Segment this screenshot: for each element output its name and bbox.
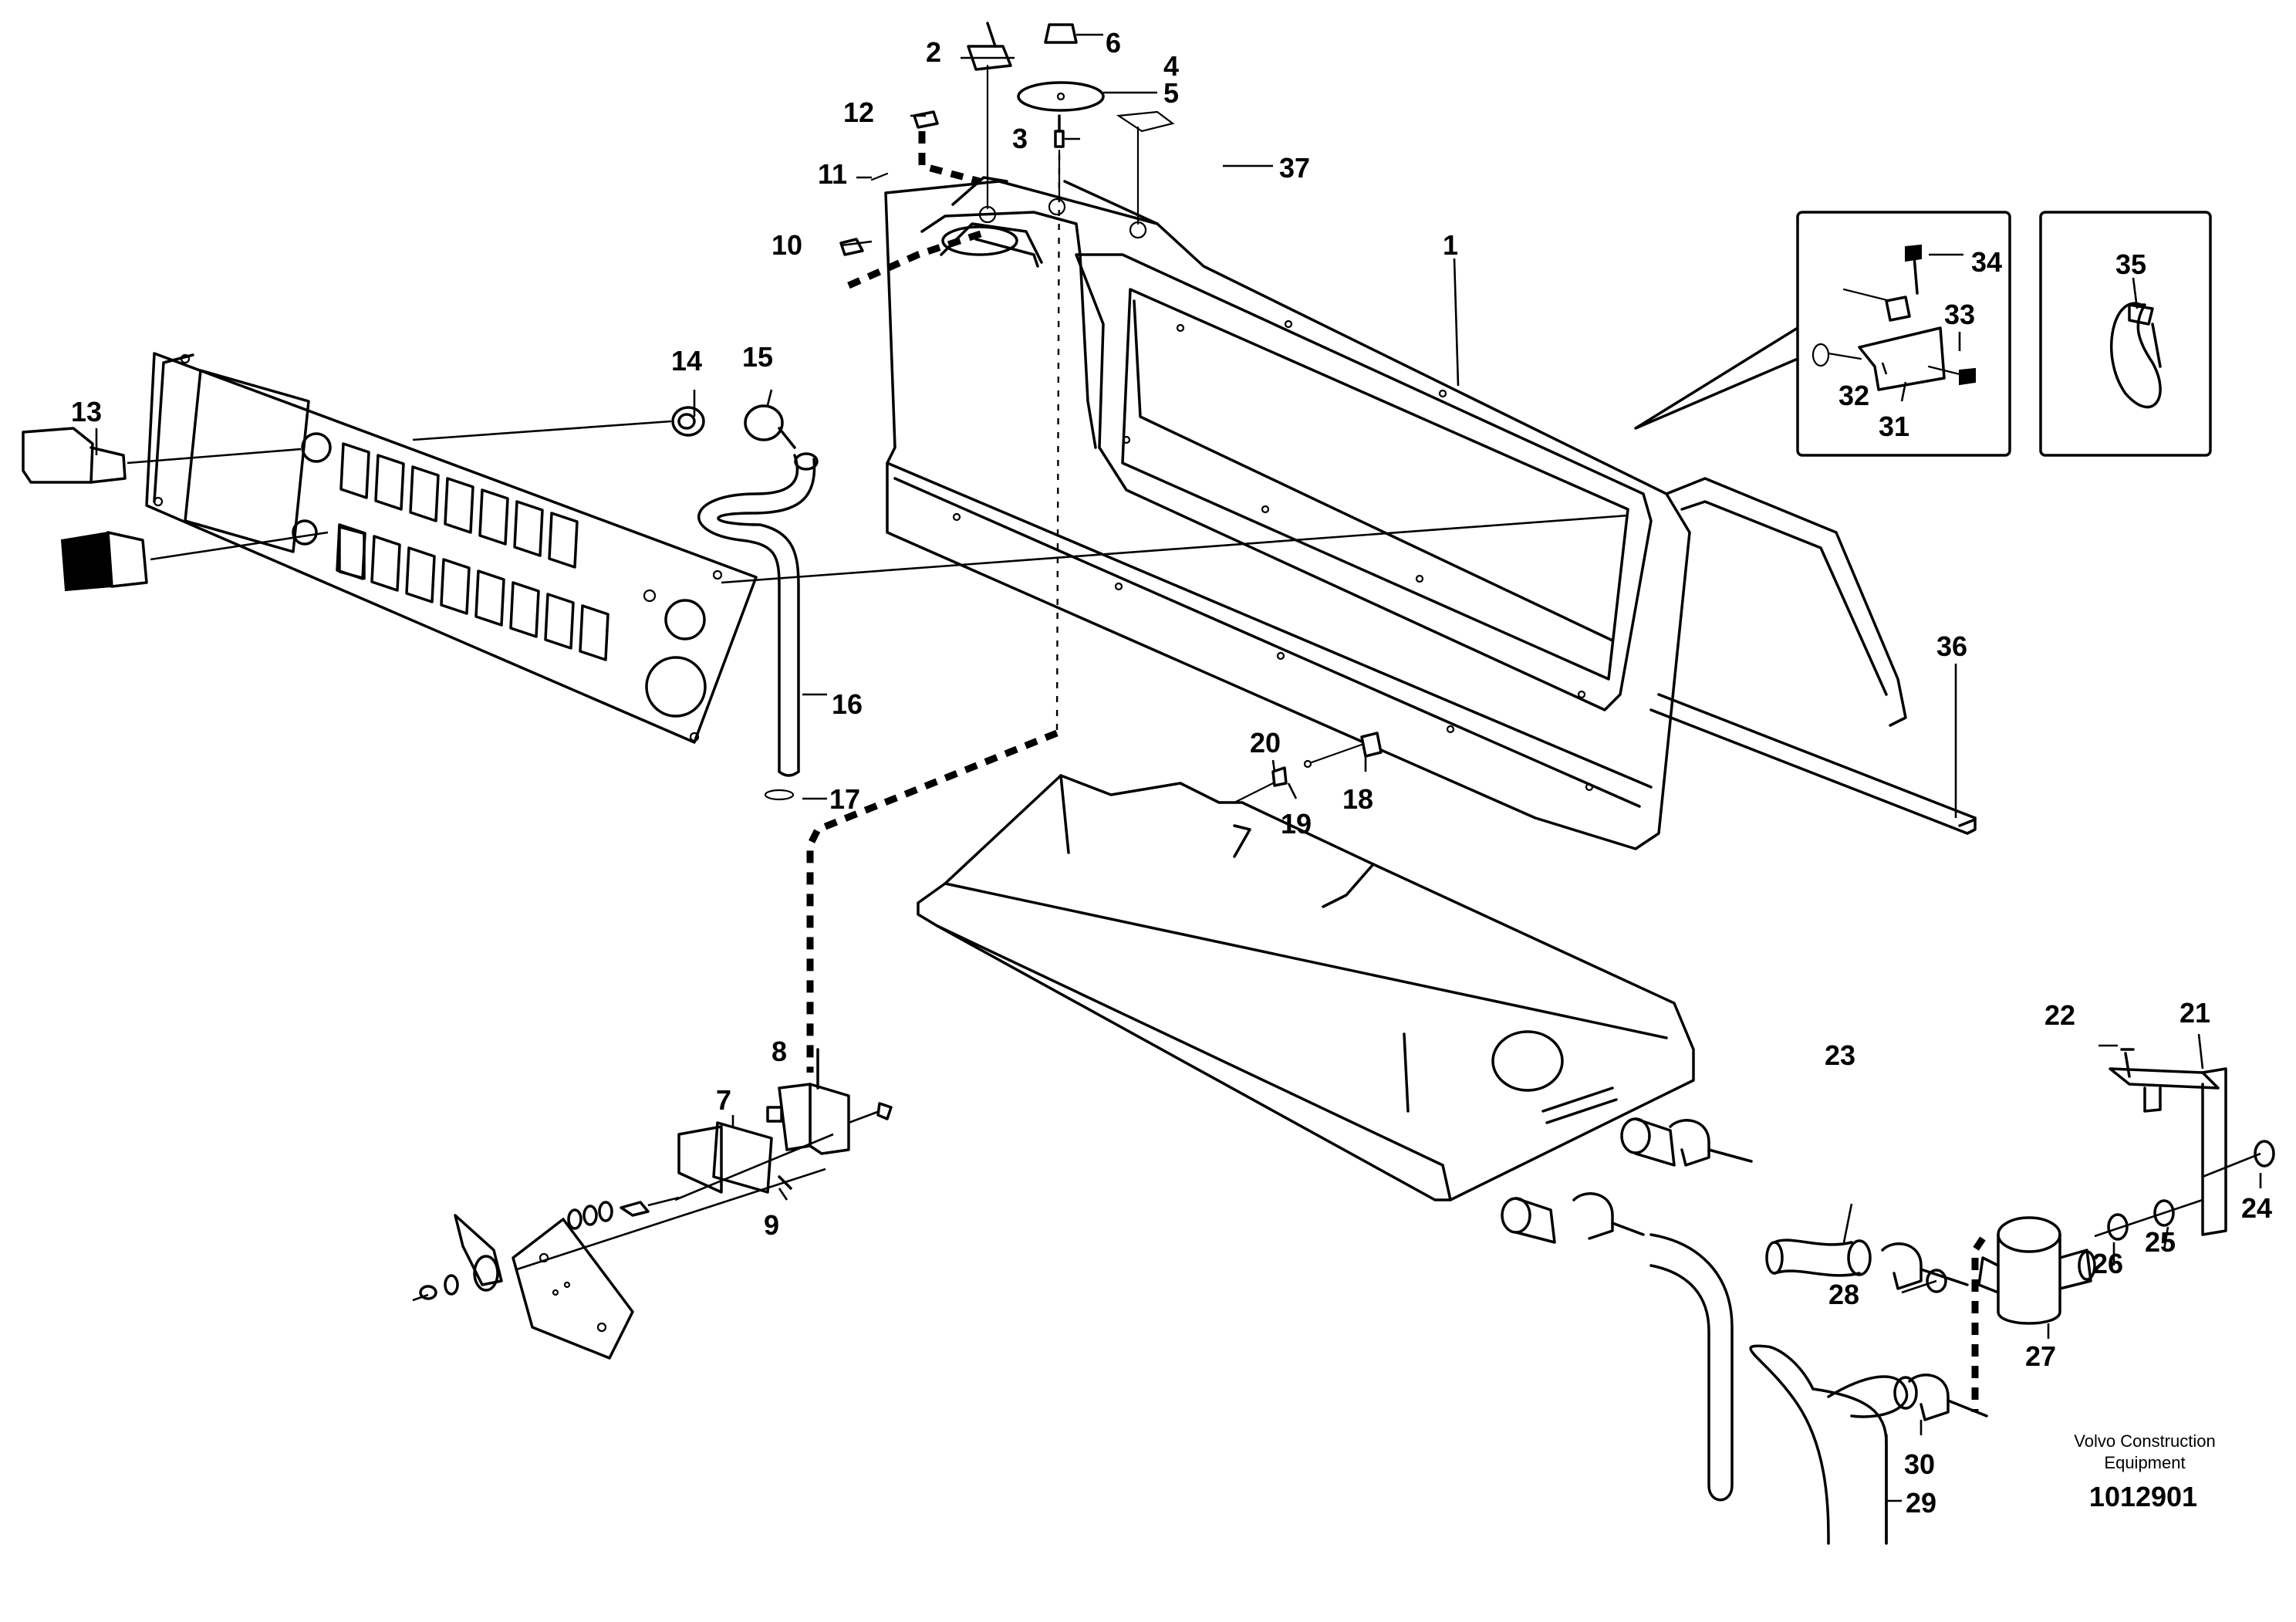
switch-panel xyxy=(145,352,758,744)
label-13: 13 xyxy=(71,396,102,427)
leader-lines xyxy=(95,253,2262,1502)
label-27: 27 xyxy=(2025,1340,2056,1372)
inset-box-35 xyxy=(2039,211,2212,457)
label-16: 16 xyxy=(832,688,863,720)
label-26: 26 xyxy=(2092,1248,2123,1279)
label-29: 29 xyxy=(1906,1487,1936,1519)
plate-4-5 xyxy=(1017,81,1105,112)
part-labels: 1 2 3 4 5 6 7 8 9 10 11 12 13 14 15 16 1… xyxy=(71,27,2272,1519)
label-31: 31 xyxy=(1879,411,1909,442)
credit-line-2: Equipment xyxy=(2104,1453,2185,1472)
label-33: 33 xyxy=(1944,299,1975,330)
washer-stack xyxy=(567,1196,680,1230)
bolt-24 xyxy=(2202,1140,2275,1178)
label-17: 17 xyxy=(829,783,860,815)
hose-long xyxy=(1649,1233,1734,1502)
label-7: 7 xyxy=(716,1084,731,1116)
label-18: 18 xyxy=(1342,783,1373,815)
label-28: 28 xyxy=(1828,1279,1859,1310)
label-14: 14 xyxy=(671,345,702,377)
label-4: 4 xyxy=(1163,50,1179,82)
bracket-7 xyxy=(677,1121,773,1194)
label-9: 9 xyxy=(764,1209,779,1241)
valve-bracket-21 xyxy=(2109,1048,2227,1236)
label-11: 11 xyxy=(818,158,847,190)
label-3: 3 xyxy=(1012,123,1028,154)
nut-28 xyxy=(1901,1269,1947,1294)
heater-box xyxy=(917,774,1695,1201)
bulb-holder xyxy=(1233,732,1383,804)
knob xyxy=(1044,23,1078,44)
label-20: 20 xyxy=(1250,727,1281,759)
label-21: 21 xyxy=(2180,997,2210,1029)
fitting-upper xyxy=(1620,1117,1753,1167)
label-6: 6 xyxy=(1106,27,1121,59)
label-2: 2 xyxy=(926,36,941,68)
bushing-15 xyxy=(744,404,796,449)
credit-block: Volvo Construction Equipment 1012901 xyxy=(2074,1431,2215,1512)
label-36: 36 xyxy=(1936,630,1967,662)
hose-16 xyxy=(697,452,819,801)
washers-25-26 xyxy=(2094,1198,2203,1241)
label-23: 23 xyxy=(1825,1039,1855,1071)
inset-box-31-34 xyxy=(1634,211,2011,457)
document-number: 1012901 xyxy=(2089,1481,2197,1512)
label-24: 24 xyxy=(2241,1192,2272,1224)
relay-8 xyxy=(766,1048,850,1155)
label-8: 8 xyxy=(772,1036,787,1067)
credit-line-1: Volvo Construction xyxy=(2074,1431,2215,1451)
label-5: 5 xyxy=(1163,77,1179,109)
clamp-pair xyxy=(1881,1242,1969,1290)
bushing-14 xyxy=(671,406,705,437)
label-30: 30 xyxy=(1904,1448,1935,1480)
label-19: 19 xyxy=(1281,808,1312,840)
toggle-switch xyxy=(967,22,1012,71)
label-15: 15 xyxy=(742,341,773,373)
fitting-lower xyxy=(1501,1192,1645,1244)
label-25: 25 xyxy=(2145,1226,2176,1258)
label-35: 35 xyxy=(2115,248,2146,280)
indicator-lamp xyxy=(22,427,127,484)
label-12: 12 xyxy=(843,96,874,128)
clamp-30 xyxy=(1908,1374,1988,1421)
label-22: 22 xyxy=(2044,999,2075,1031)
label-10: 10 xyxy=(772,229,802,261)
label-1: 1 xyxy=(1443,229,1458,261)
hose-23 xyxy=(1765,1238,1872,1277)
hose-29 xyxy=(1749,1344,1918,1545)
dashboard-panel xyxy=(884,110,1977,850)
rocker-switch xyxy=(60,531,148,592)
switch-slots xyxy=(336,442,609,661)
label-34: 34 xyxy=(1971,246,2002,278)
label-32: 32 xyxy=(1838,380,1869,411)
horn-fitting xyxy=(412,1214,503,1302)
mount-plate xyxy=(512,1218,634,1360)
valve-27 xyxy=(1977,1216,2096,1325)
label-37: 37 xyxy=(1279,152,1310,184)
